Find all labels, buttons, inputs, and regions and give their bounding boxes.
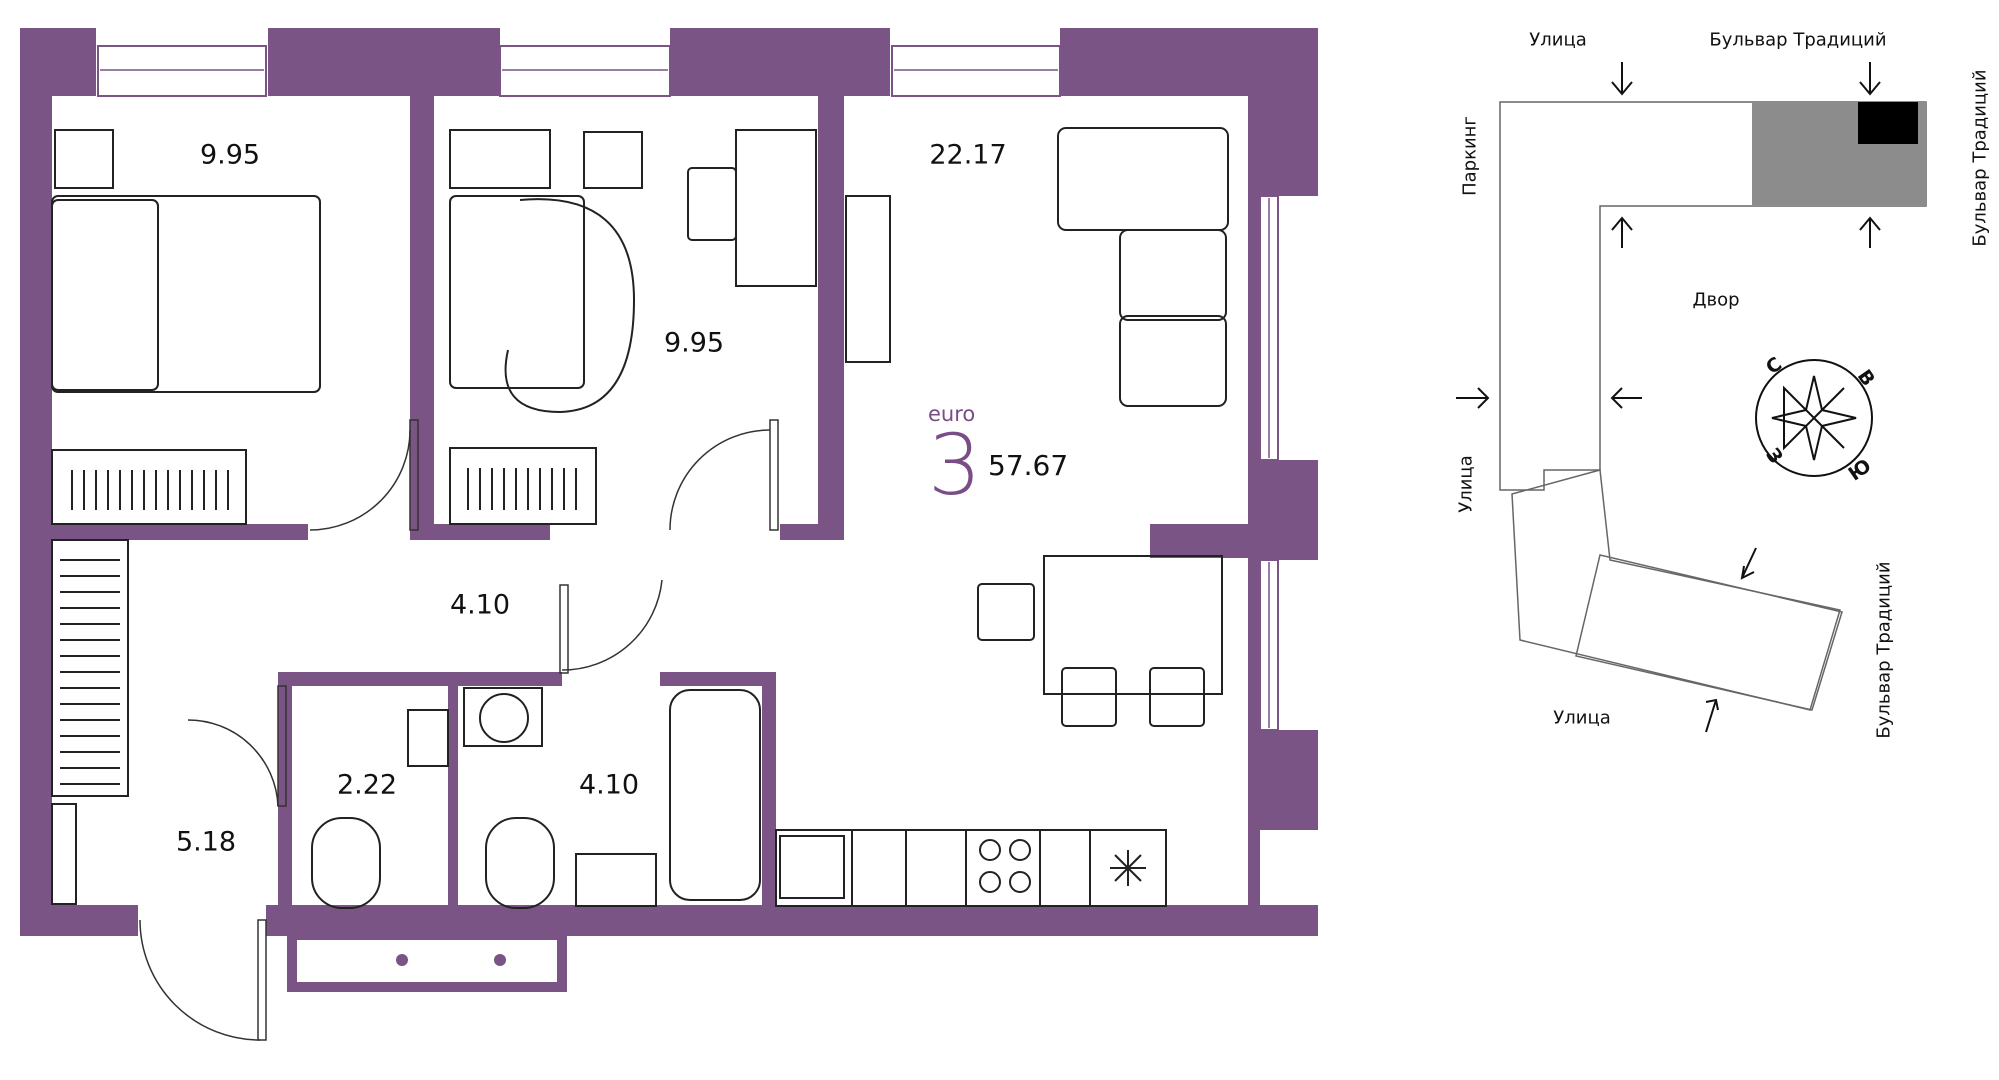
room-area-toilet: 2.22 (336, 769, 398, 801)
apartment-format-label: euro (928, 402, 976, 426)
radiators (60, 468, 577, 785)
room-area-living-kitchen: 22.17 (929, 139, 1007, 171)
map-label-boulevard-bottom-right: Бульвар Традиций (1873, 561, 1895, 739)
doors (139, 419, 779, 1041)
furniture (51, 127, 1229, 909)
apartment-total-area: 57.67 (988, 449, 1069, 482)
map-label-parking: Паркинг (1459, 116, 1481, 196)
building-outline (1575, 554, 1843, 711)
compass-rose-icon (1755, 359, 1873, 477)
walls (20, 28, 1318, 992)
building-outline (1511, 469, 1841, 711)
arrow-icon (1456, 62, 1881, 733)
room-area-bedroom-2: 9.95 (663, 327, 725, 359)
room-area-bathroom: 4.10 (578, 769, 640, 801)
windows (97, 45, 1279, 731)
map-label-street-bottom: Улица (1553, 707, 1611, 729)
balcony-marker (494, 954, 506, 966)
map-label-boulevard-top: Бульвар Традиций (1709, 29, 1887, 51)
snowflake-icon (1110, 850, 1146, 886)
balcony-marker (396, 954, 408, 966)
map-label-yard: Двор (1692, 289, 1740, 311)
room-area-hallway: 5.18 (175, 826, 237, 858)
map-label-boulevard-right: Бульвар Традиций (1969, 69, 1991, 247)
window-glazing (100, 69, 1270, 728)
apartment-highlight (1858, 102, 1918, 144)
map-label-street-top: Улица (1529, 29, 1587, 51)
room-area-bedroom-1: 9.95 (199, 139, 261, 171)
room-area-corridor: 4.10 (449, 589, 511, 621)
map-label-street-left: Улица (1455, 455, 1477, 513)
apartment-rooms-count: 3 (928, 416, 982, 514)
